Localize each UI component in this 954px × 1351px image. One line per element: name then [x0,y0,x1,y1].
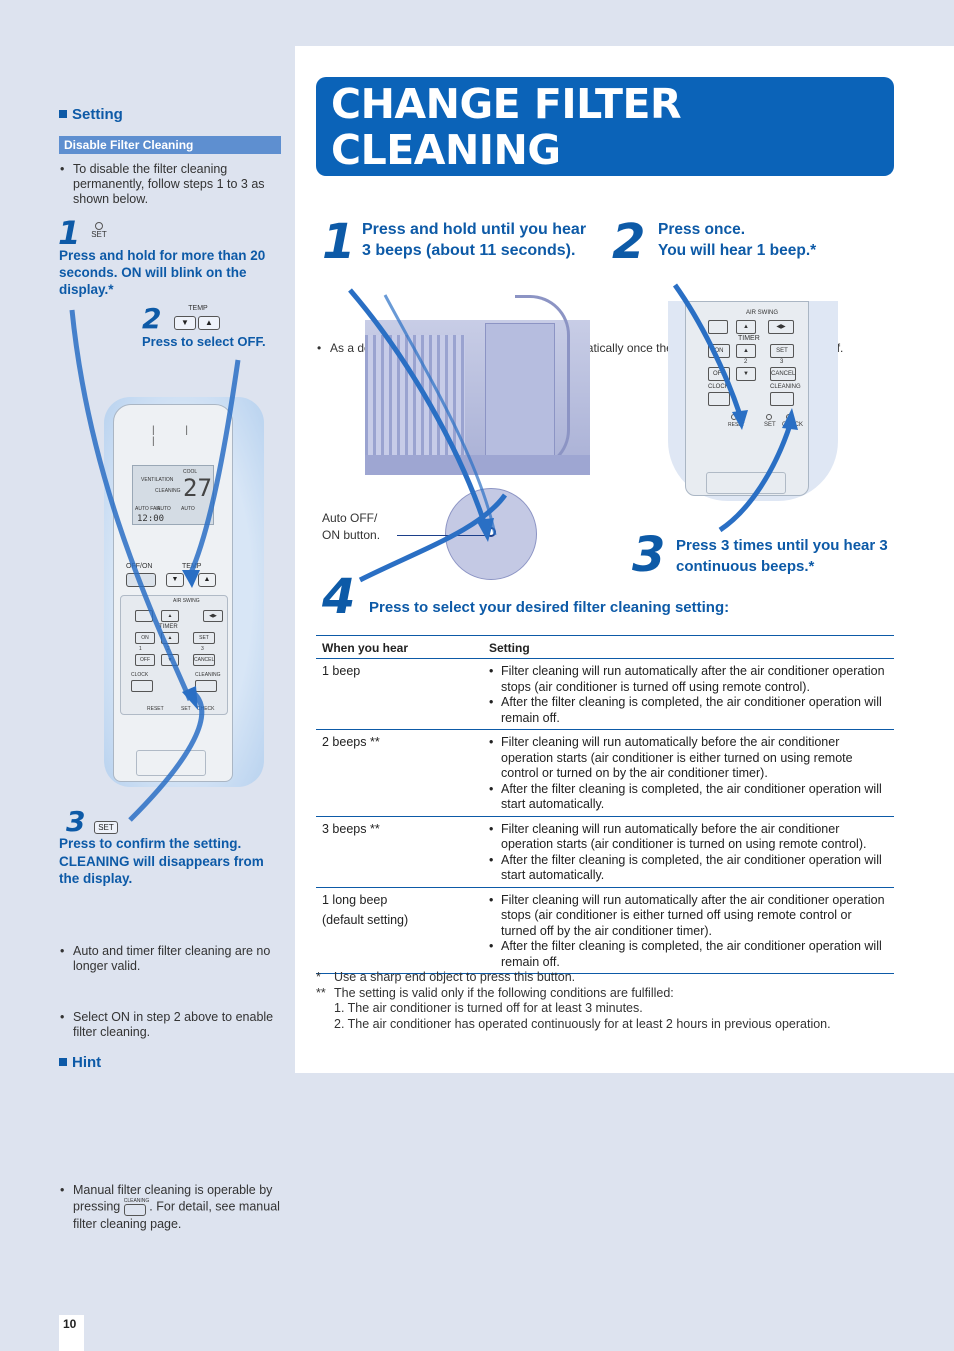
left-bullet-1: Auto and timer filter cleaning are no lo… [59,944,284,974]
table-row: 1 long beep(default setting) Filter clea… [316,887,894,974]
step-1-text: Press and hold until you hear 3 beeps (a… [362,221,587,259]
disable-instruction: To disable the filter cleaning permanent… [59,162,279,207]
table-row: 1 beep Filter cleaning will run automati… [316,658,894,730]
remote-temp-up: ▲ [198,573,216,587]
square-bullet-icon [59,1058,67,1067]
set-button-icon: SET [94,821,118,834]
left-step-1-text: Press and hold for more than 20 seconds.… [59,248,266,297]
left-step-2-number: 2 [142,302,162,335]
step-2-number: 2 [612,214,646,270]
leader-line [397,535,487,536]
disable-filter-cleaning-label: Disable Filter Cleaning [59,136,281,154]
remote-arrows [69,309,241,822]
remote-lower-panel: AIR SWING ▲ ◀▶ TIMER ON ▲ SET 1 2 3 OFF … [120,595,228,715]
settings-table: When you hear Setting 1 beep Filter clea… [316,635,894,974]
step-3-text: Press 3 times until you hear 3 continuou… [676,537,888,575]
left-step-3-number: 3 [66,805,86,838]
table-row: 2 beeps ** Filter cleaning will run auto… [316,729,894,817]
main-arrows [348,283,798,583]
page-number: 10 [59,1315,84,1351]
table-row: 3 beeps ** Filter cleaning will run auto… [316,816,894,888]
header-setting: Setting [483,635,894,659]
left-step-3-text: Press to confirm the setting. CLEANING w… [59,836,264,886]
settings-table-wrap: When you hear Setting 1 beep Filter clea… [316,635,894,974]
step-4-text: Press to select your desired filter clea… [369,599,730,616]
air-conditioner-illustration [365,295,590,495]
remote-lcd: COOL VENTILATION CLEANING 27 AUTO FAN AU… [132,465,214,525]
left-step-2-text: Press to select OFF. [142,334,266,349]
remote-temp-down: ▼ [166,573,184,587]
remote-control: | | | COOL VENTILATION CLEANING 27 AUTO … [113,404,233,782]
footnotes: *Use a sharp end object to press this bu… [316,970,831,1031]
hint-heading: Hint [59,1054,101,1071]
cleaning-button-icon: CLEANING [123,1198,149,1216]
hint-text: Manual filter cleaning is operable by pr… [59,1182,284,1232]
left-step-1-number: 1 [58,214,81,252]
temp-buttons-icon: TEMP ▼▲ [174,305,222,330]
left-bullet-2: Select ON in step 2 above to enable filt… [59,1010,284,1040]
step-1-number: 1 [322,214,356,270]
step-4-number: 4 [322,569,356,625]
step-2-text: Press once. You will hear 1 beep.* [658,221,817,259]
auto-off-on-label: Auto OFF/ ON button. [322,511,381,542]
set-button-icon: SET [88,222,110,239]
setting-heading: Setting [59,106,123,123]
square-bullet-icon [59,110,67,119]
step-3-number: 3 [632,527,666,583]
page-title: CHANGE FILTER CLEANING DEFAULT SETTING [316,77,894,219]
header-when-you-hear: When you hear [316,635,483,659]
